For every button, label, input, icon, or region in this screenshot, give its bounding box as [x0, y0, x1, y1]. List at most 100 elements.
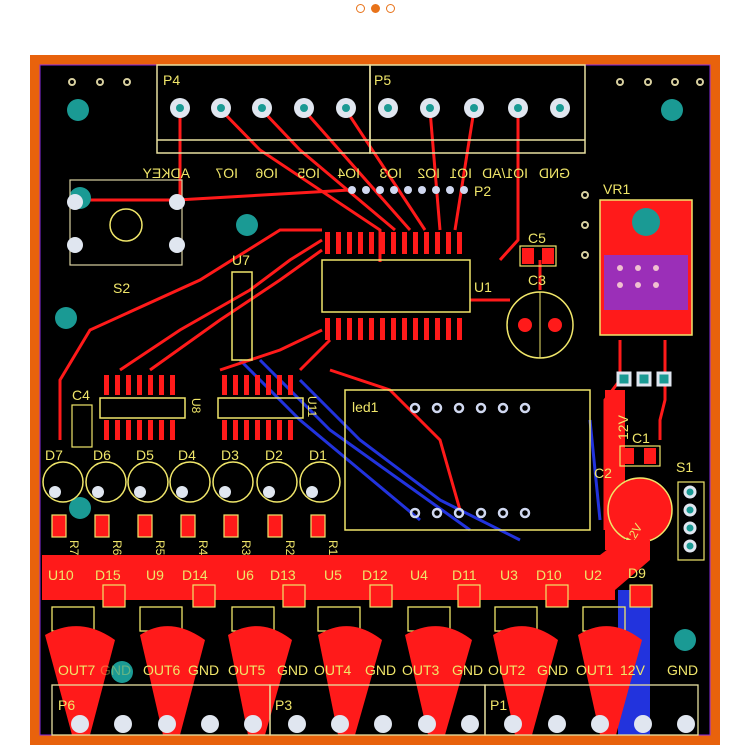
ref-label: U9 [146, 567, 164, 583]
p5-label: P5 [374, 72, 391, 88]
u7-label: U7 [232, 252, 250, 268]
diode-label: D7 [45, 447, 63, 463]
header-pin-labels: ADKEY IO7 IO6 IO5 IO4 IO3 IO2 IO1 IO1/AD… [142, 165, 570, 181]
ref-label: U5 [324, 567, 342, 583]
p2-label: P2 [474, 183, 491, 199]
diode-outlines [42, 461, 341, 503]
ref-label: U3 [500, 567, 518, 583]
terminal-label: OUT7 [58, 662, 96, 678]
u1-pins [325, 232, 462, 340]
carousel-dot-2[interactable] [370, 4, 380, 13]
resistor-label: R7 [67, 540, 81, 556]
diode-label: D3 [221, 447, 239, 463]
pin-label: IO3 [379, 165, 402, 181]
u8-label: U8 [189, 398, 203, 414]
p1-label: P1 [490, 697, 507, 713]
p5-outline [369, 64, 586, 154]
s2-label: S2 [113, 280, 130, 296]
resistor-label: R3 [239, 540, 253, 556]
c3-label: C3 [528, 272, 546, 288]
s2-outline [69, 179, 183, 266]
terminal-label: OUT1 [576, 662, 614, 678]
s2-pads [67, 194, 185, 253]
resistor-label: R5 [153, 540, 167, 556]
p3-label: P3 [275, 697, 292, 713]
c5-outline [519, 245, 557, 267]
diode-label: D1 [309, 447, 327, 463]
ref-label: U4 [410, 567, 428, 583]
terminal-label: OUT3 [402, 662, 440, 678]
u1-outline [321, 259, 471, 313]
pin-label: ADKEY [142, 165, 190, 181]
c5-label: C5 [528, 230, 546, 246]
diode-label: D5 [136, 447, 154, 463]
p4-label: P4 [163, 72, 180, 88]
u1-label: U1 [474, 279, 492, 295]
terminal-label: GND [537, 662, 568, 678]
resistor-label: R1 [326, 540, 340, 556]
p2-pads [348, 186, 468, 194]
pin-label: IO2 [417, 165, 440, 181]
ref-label: D14 [182, 567, 208, 583]
ref-label: D13 [270, 567, 296, 583]
terminal-label: OUT6 [143, 662, 181, 678]
ref-label: U10 [48, 567, 74, 583]
output-traces [45, 626, 642, 735]
terminal-label: GND [452, 662, 483, 678]
small-vias [68, 78, 704, 259]
led1-outline [344, 389, 591, 531]
c1-label: C1 [632, 430, 650, 446]
vr1-label: VR1 [603, 181, 630, 197]
pcb-board [39, 64, 711, 736]
p1-outline [484, 684, 699, 736]
u8-u11-pins [104, 375, 293, 440]
driver-row-labels: U10 D15 U9 D14 U6 D13 U5 D12 U4 D11 U3 D… [48, 565, 646, 583]
terminal-label: GND [667, 662, 698, 678]
pin-label: IO1 [449, 165, 472, 181]
12v-label: 12V [615, 414, 631, 440]
p6-label: P6 [58, 697, 75, 713]
pin-label: IO7 [215, 165, 238, 181]
u11-outline [217, 397, 304, 419]
terminal-label: OUT2 [488, 662, 526, 678]
diode-label: D2 [265, 447, 283, 463]
pin-label: GND [539, 165, 570, 181]
pin-label: IO6 [255, 165, 278, 181]
ref-label: U6 [236, 567, 254, 583]
output-labels: OUT7 GND OUT6 GND OUT5 GND OUT4 GND OUT3… [58, 662, 698, 678]
carousel-dot-1[interactable] [355, 4, 365, 13]
ref-label: D15 [95, 567, 121, 583]
terminal-label: OUT4 [314, 662, 352, 678]
header-pads [170, 98, 570, 118]
c4-label: C4 [72, 387, 90, 403]
resistor-label: R4 [196, 540, 210, 556]
diode-label: D6 [93, 447, 111, 463]
s1-label: S1 [676, 459, 693, 475]
terminal-label: GND [365, 662, 396, 678]
u7-outline [231, 271, 253, 361]
pin-label: IO5 [297, 165, 320, 181]
u11-label: U11 [305, 396, 319, 417]
u8-outline [99, 397, 186, 419]
ref-label: D9 [628, 565, 646, 581]
diode-label: D4 [178, 447, 196, 463]
carousel-indicator [0, 4, 750, 13]
ref-label: D11 [452, 567, 477, 583]
pin-label: IO1/AD [482, 165, 528, 181]
pin-label: IO4 [337, 165, 360, 181]
terminal-label: GND [277, 662, 308, 678]
ref-label: D12 [362, 567, 388, 583]
mounting-holes [55, 99, 696, 683]
carousel-dot-3[interactable] [385, 4, 395, 13]
terminal-label: 12V [620, 662, 646, 678]
led1-label: led1 [352, 399, 379, 415]
terminal-pads [71, 715, 695, 733]
terminal-label: OUT5 [228, 662, 266, 678]
resistor-label: R2 [283, 540, 297, 556]
terminal-label: GND [100, 662, 131, 678]
c2-label: C2 [594, 465, 612, 481]
ref-label: U2 [584, 567, 602, 583]
ref-label: D10 [536, 567, 562, 583]
terminal-label: GND [188, 662, 219, 678]
